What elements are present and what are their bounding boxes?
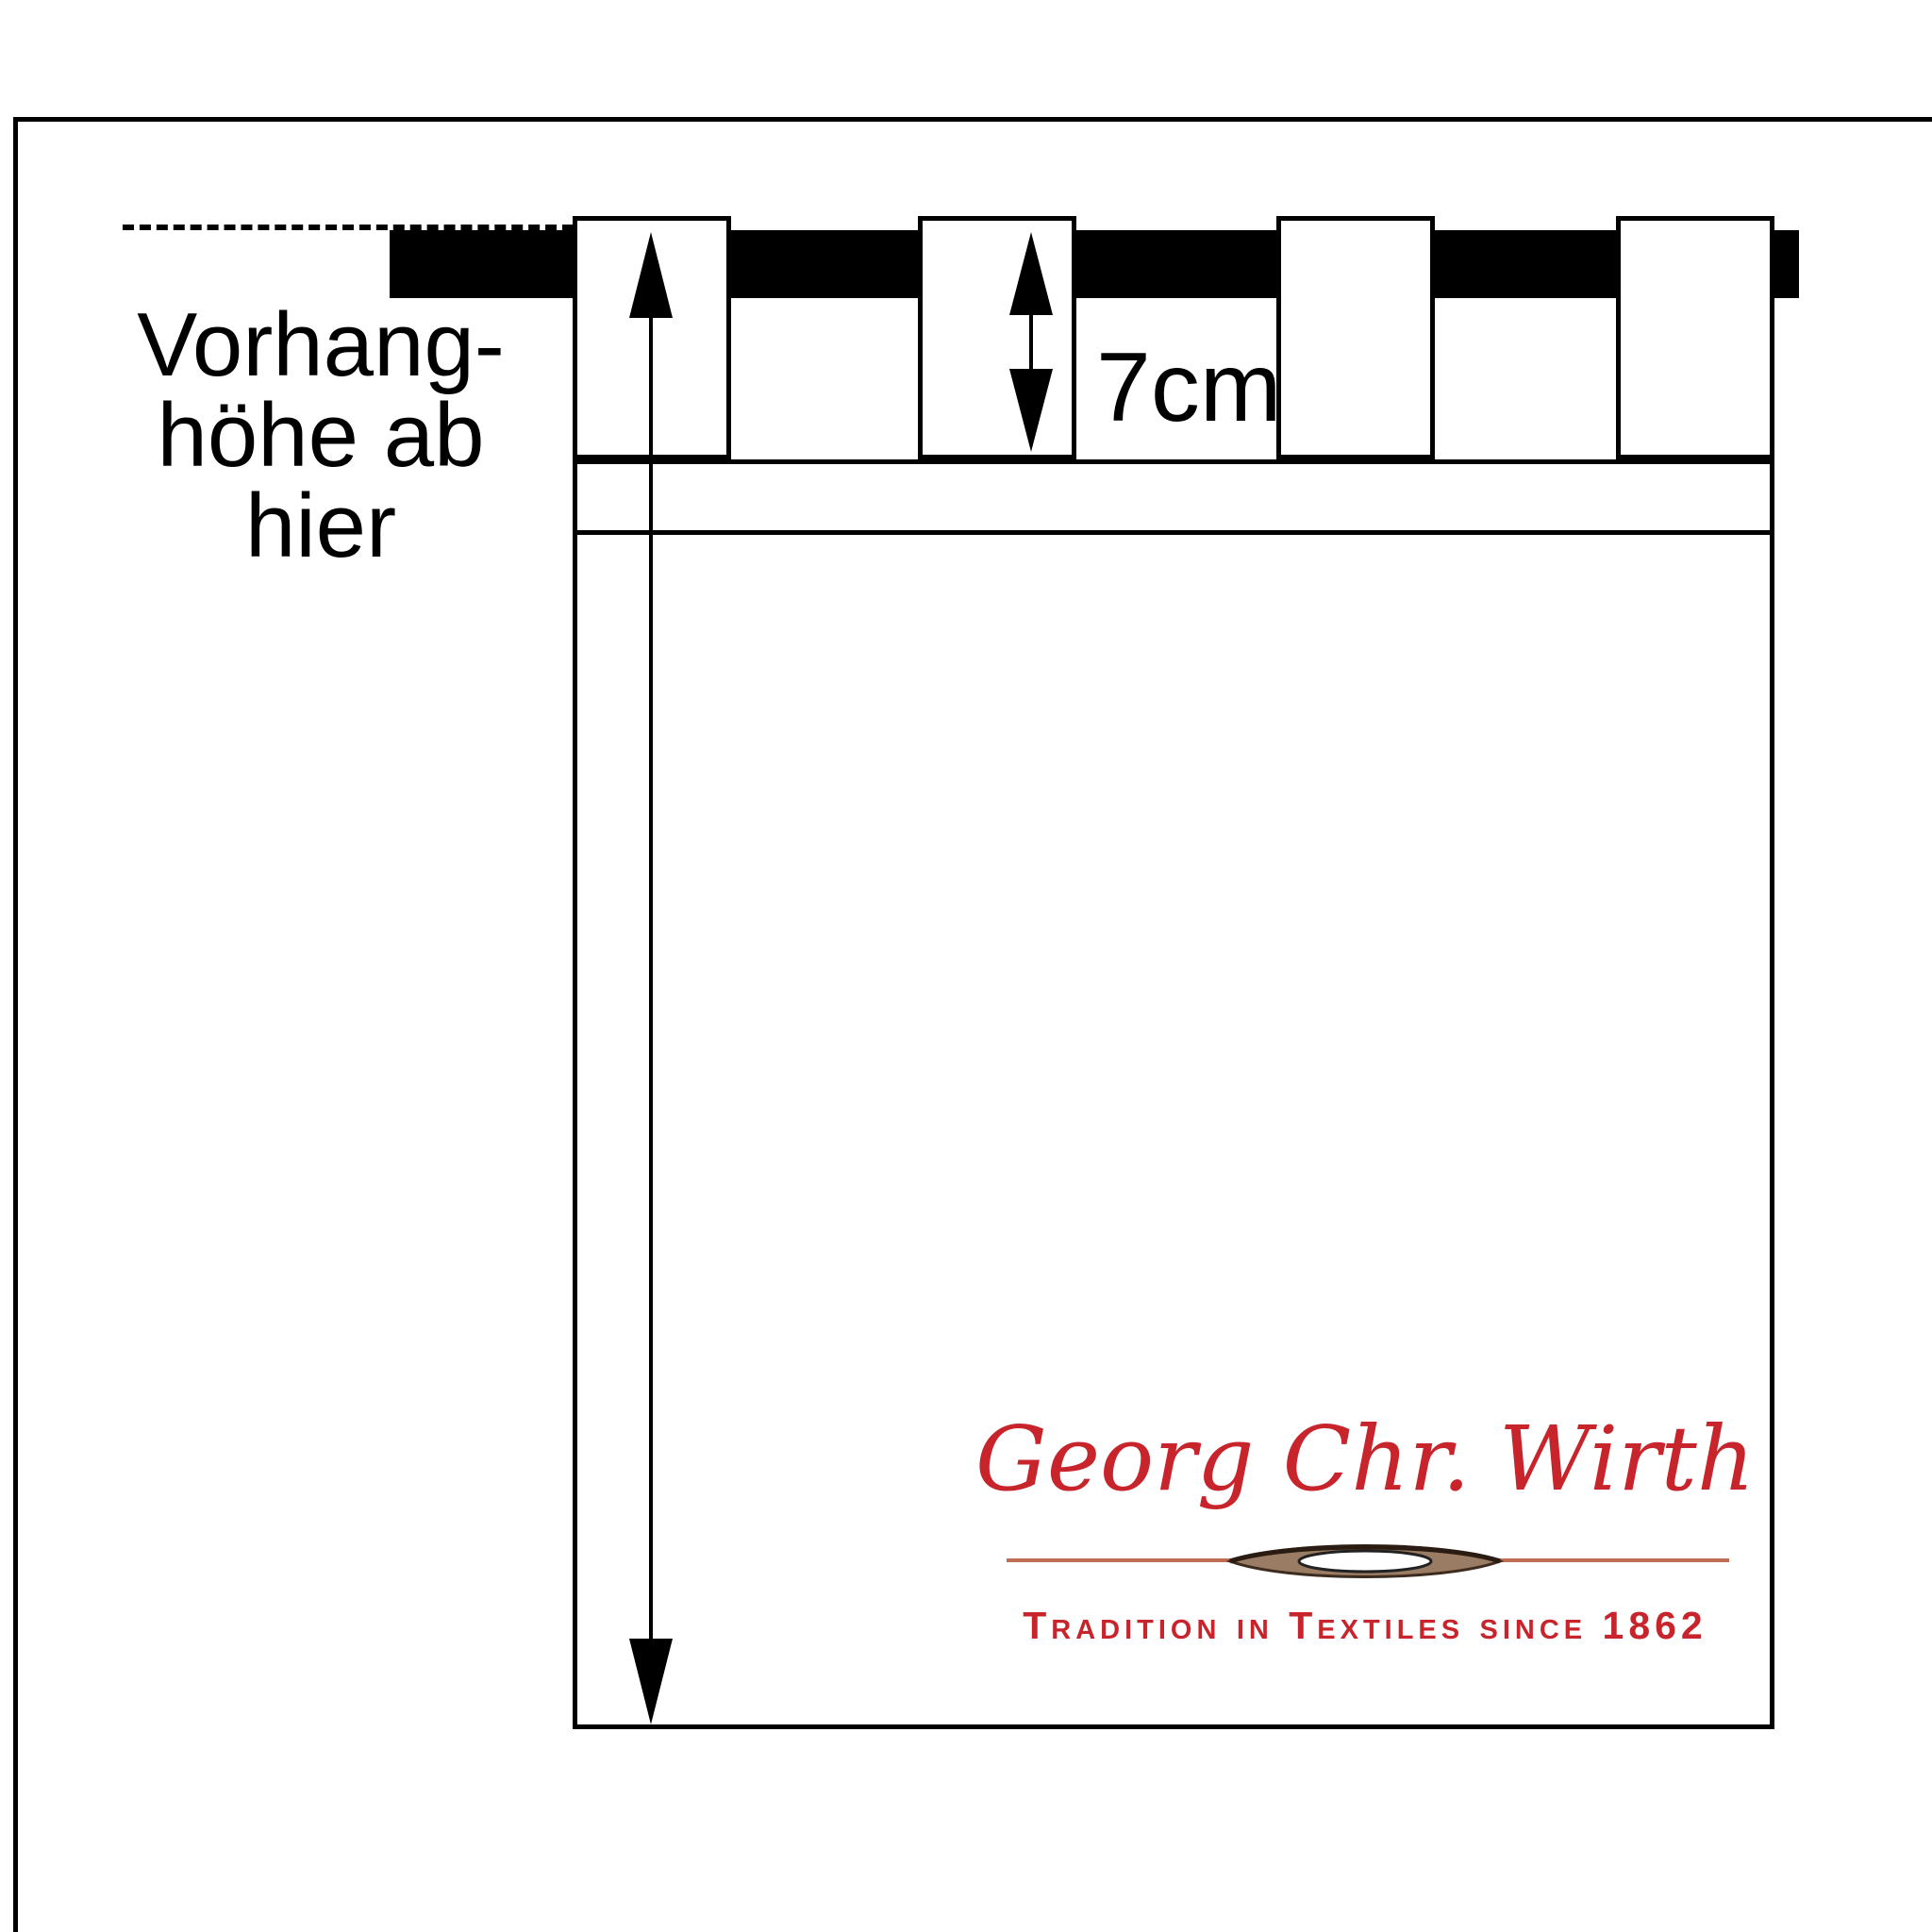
frame-border-left: [13, 117, 18, 1932]
curtain-tab-loop-2: [918, 216, 1076, 459]
brand-tagline: Tradition in Textiles since 1862: [1023, 1604, 1707, 1647]
tab-height-label: 7cm: [1096, 333, 1282, 442]
annotation-line-3: hier: [244, 475, 397, 576]
measure-start-dashed-line: [123, 225, 574, 230]
brand-name: Georg Chr. Wirth: [974, 1407, 1756, 1511]
annotation-line-1: Vorhang-: [137, 294, 505, 395]
needle-icon: [1226, 1544, 1504, 1578]
frame-border-top: [13, 117, 1932, 122]
curtain-header-seam: [577, 530, 1770, 535]
curtain-height-annotation: Vorhang- höhe ab hier: [85, 300, 557, 572]
curtain-panel: [573, 459, 1774, 1729]
annotation-line-2: höhe ab: [157, 385, 485, 486]
curtain-tab-loop-4: [1616, 216, 1774, 459]
curtain-tab-loop-1: [573, 216, 731, 459]
curtain-tab-loop-3: [1276, 216, 1435, 459]
